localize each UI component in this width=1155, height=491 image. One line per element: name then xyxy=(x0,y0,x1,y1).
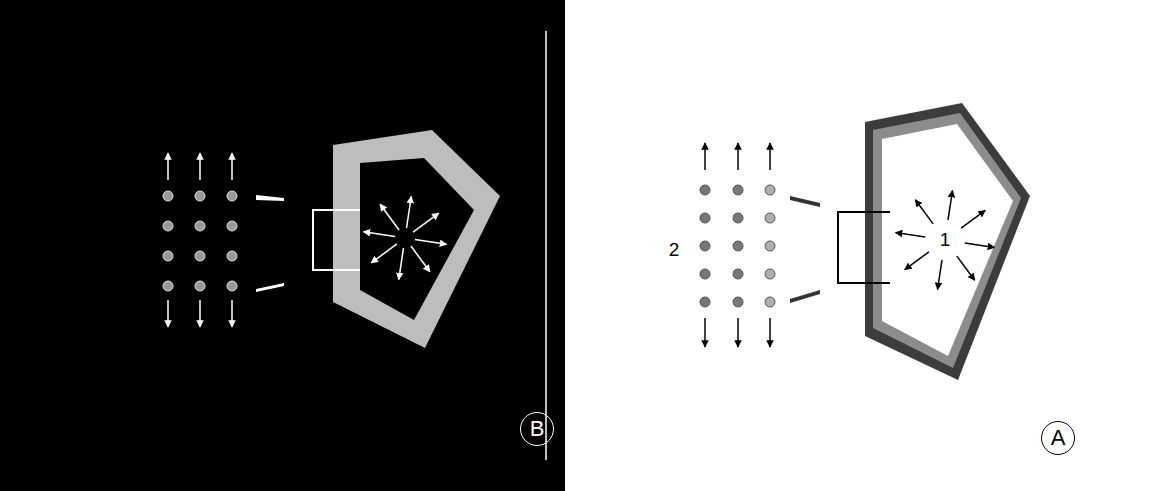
flow-arrow xyxy=(769,318,771,347)
particle-dot xyxy=(733,213,743,223)
cell-interior xyxy=(360,158,474,320)
radial-arrow xyxy=(896,233,926,237)
radial-arrow xyxy=(915,200,933,224)
particle-dot xyxy=(700,269,710,279)
radial-arrow xyxy=(413,213,439,232)
flow-arrow xyxy=(231,153,233,180)
cell-wall xyxy=(333,130,500,348)
panel-letter-text: A xyxy=(1051,425,1066,451)
particle-dot xyxy=(163,221,173,231)
flow-arrow xyxy=(167,153,169,180)
outer-wall xyxy=(865,103,1030,380)
radial-arrow xyxy=(399,248,404,280)
flow-arrow xyxy=(199,153,201,180)
particle-dot xyxy=(227,251,237,261)
flow-arrow xyxy=(704,143,706,170)
particle-dot xyxy=(733,241,743,251)
callout-number: 1 xyxy=(940,229,951,251)
panel-letter: B xyxy=(520,412,554,446)
particle-dot xyxy=(195,221,205,231)
cell-interior xyxy=(882,124,1013,356)
particle-dot xyxy=(227,191,237,201)
particle-dot xyxy=(195,191,205,201)
particle-dot xyxy=(195,281,205,291)
flow-arrow xyxy=(769,143,771,170)
cell-outline: 1 xyxy=(855,95,1040,390)
dark-panel xyxy=(0,0,565,491)
radial-arrow xyxy=(965,243,995,247)
particle-dot xyxy=(163,251,173,261)
panel-letter-text: B xyxy=(530,416,545,442)
callout-number: 2 xyxy=(669,239,680,261)
particle-dot xyxy=(163,281,173,291)
radial-arrow xyxy=(948,191,952,221)
radial-arrow xyxy=(905,252,929,270)
radial-arrow xyxy=(961,210,985,228)
radial-arrow xyxy=(380,204,399,230)
bracket xyxy=(838,212,890,283)
particle-dot xyxy=(700,297,710,307)
flow-arrow xyxy=(231,300,233,327)
radial-arrow xyxy=(363,232,395,237)
frame-line xyxy=(70,459,546,461)
particle-dot xyxy=(765,213,775,223)
radial-arrow xyxy=(411,246,430,272)
panel-letter: A xyxy=(1041,421,1075,455)
particle-dot xyxy=(765,269,775,279)
jet-line xyxy=(256,195,284,201)
radial-arrow xyxy=(371,244,397,263)
particle-dot xyxy=(195,251,205,261)
jet-line xyxy=(790,196,820,207)
flow-arrow xyxy=(167,300,169,327)
particle-dot xyxy=(733,297,743,307)
particle-dot xyxy=(733,185,743,195)
particle-dot xyxy=(700,241,710,251)
frame-line xyxy=(545,31,547,460)
particle-dot xyxy=(765,185,775,195)
particle-dot xyxy=(700,185,710,195)
particle-dot xyxy=(733,269,743,279)
bracket xyxy=(313,210,360,270)
particle-dot xyxy=(765,241,775,251)
particle-dot xyxy=(227,221,237,231)
radial-arrow xyxy=(406,196,411,228)
particle-dot xyxy=(765,297,775,307)
radial-arrow xyxy=(957,256,975,280)
flow-arrow xyxy=(704,318,706,347)
flow-arrow xyxy=(199,300,201,327)
jet-line xyxy=(256,283,284,292)
flow-arrow xyxy=(737,143,739,170)
flow-arrow xyxy=(737,318,739,347)
frame-line xyxy=(70,30,546,32)
jet-line xyxy=(790,290,820,303)
radial-arrow xyxy=(938,260,942,290)
middle-wall xyxy=(873,113,1021,368)
particle-dot xyxy=(700,213,710,223)
particle-dot xyxy=(163,191,173,201)
particle-dot xyxy=(227,281,237,291)
radial-arrow xyxy=(415,239,447,244)
